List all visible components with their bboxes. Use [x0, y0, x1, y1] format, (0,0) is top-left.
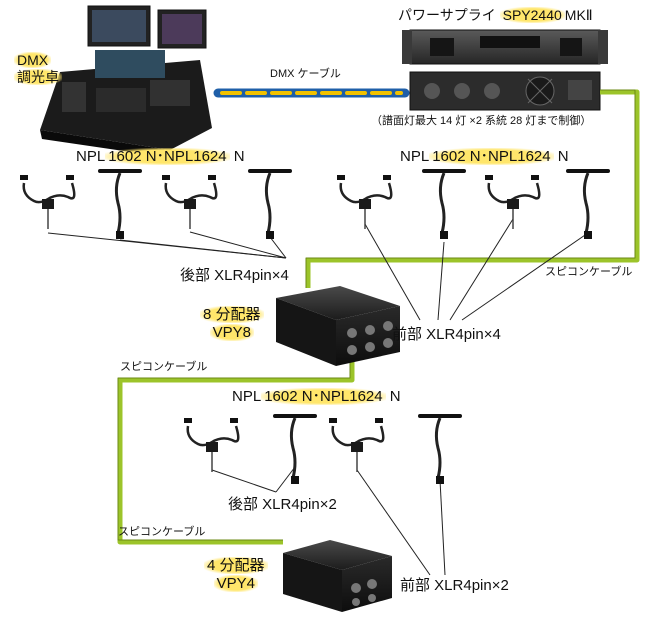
- npl-suffix: N: [553, 148, 569, 165]
- console-label-line1: DMX: [14, 52, 52, 68]
- power-supply-prefix: パワーサプライ: [398, 7, 500, 23]
- power-supply-icon: [402, 29, 608, 111]
- music-stand-lamp-icon: [20, 175, 76, 229]
- front-xlr-x4-label: 前部 XLR4pin×4: [392, 326, 501, 343]
- npl-prefix: NPL: [400, 148, 430, 165]
- front-xlr-x2-label: 前部 XLR4pin×2: [400, 577, 509, 594]
- console-icon: [40, 5, 212, 158]
- npl-model: 1602 N･NPL1624: [261, 388, 386, 405]
- power-supply-suffix: MKⅡ: [564, 7, 593, 23]
- music-stand-lamp-icon: [329, 418, 385, 472]
- rear-xlr-x4-label: 後部 XLR4pin×4: [180, 267, 289, 284]
- splitter-box-icon: [276, 286, 400, 366]
- music-stand-lamp-icon: [98, 169, 142, 239]
- vpy4-label: 4 分配器 VPY4: [204, 557, 268, 593]
- music-stand-lamp-icon: [248, 169, 292, 239]
- music-stand-lamp-icon: [184, 418, 240, 472]
- power-note: （譜面灯最大 14 灯 ×2 系統 28 灯まで制御）: [371, 115, 592, 127]
- rear-xlr-x2-label: 後部 XLR4pin×2: [228, 496, 337, 513]
- music-stand-lamp-icon: [485, 175, 541, 229]
- music-stand-lamp-icon: [273, 414, 317, 484]
- spicon-cable-label-1: スピコンケーブル: [545, 266, 633, 278]
- npl-prefix: NPL: [76, 148, 106, 165]
- music-stand-lamp-icon: [418, 414, 462, 484]
- vpy8-line2: VPY8: [209, 324, 254, 341]
- npl-suffix: N: [229, 148, 245, 165]
- music-stand-lamp-icon: [422, 169, 466, 239]
- dmx-cable-label: DMX ケーブル: [270, 68, 341, 80]
- lamp-group: [20, 169, 610, 484]
- spicon-cable-label-3: スピコンケーブル: [118, 526, 206, 538]
- music-stand-lamp-icon: [162, 175, 218, 229]
- splitter-box-icon: [283, 540, 392, 612]
- console-label: DMX 調光卓: [14, 52, 62, 86]
- npl-suffix: N: [385, 388, 401, 405]
- npl-prefix: NPL: [232, 388, 262, 405]
- vpy4-line1: 4 分配器: [204, 557, 268, 574]
- vpy8-line1: 8 分配器: [200, 306, 264, 323]
- music-stand-lamp-icon: [566, 169, 610, 239]
- npl-model: 1602 N･NPL1624: [105, 148, 230, 165]
- vpy4-line2: VPY4: [213, 575, 258, 592]
- spicon-cables: [117, 89, 640, 545]
- music-stand-lamp-icon: [337, 175, 393, 229]
- vpy8-label: 8 分配器 VPY8: [200, 306, 264, 342]
- npl-model: 1602 N･NPL1624: [429, 148, 554, 165]
- console-label-line2: 調光卓: [14, 69, 62, 85]
- signal-lines: [47, 218, 589, 576]
- spicon-cable-label-2: スピコンケーブル: [120, 361, 208, 373]
- power-supply-model: SPY2440: [499, 7, 565, 23]
